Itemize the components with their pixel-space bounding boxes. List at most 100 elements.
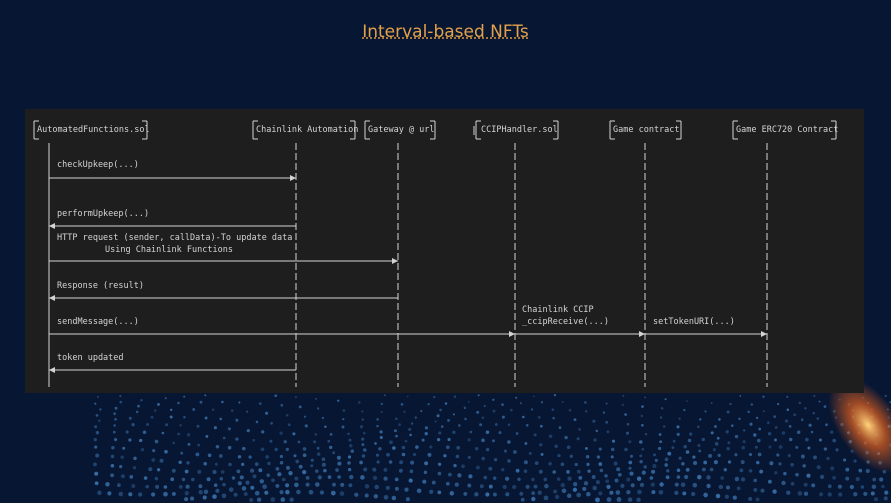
background-dot [566,445,571,449]
background-dot [129,475,134,479]
message-http-request: HTTP request (sender, callData)-To updat… [57,233,293,243]
background-dot [172,441,176,445]
background-dot [725,430,729,434]
background-dot [215,445,220,449]
background-dot [524,442,528,445]
background-dot [375,453,380,457]
background-dot [403,410,406,414]
background-dot [870,491,875,496]
background-dot [445,445,450,450]
background-dot [348,438,352,442]
background-dot [185,484,190,489]
background-dot [264,490,269,495]
background-dot [424,426,429,430]
background-dot [664,457,669,462]
background-dot [227,445,232,450]
background-dot [720,476,725,480]
participant-automated-functions: AutomatedFunctions.sol [37,125,150,135]
background-dot [118,491,124,497]
background-dot [361,454,366,458]
background-dot [250,485,255,490]
background-dot [327,439,331,443]
background-dot [215,488,220,493]
background-dot [437,490,442,495]
background-dot [739,468,744,473]
background-dot [372,475,378,481]
background-dot [553,489,557,494]
background-dot [321,457,326,461]
background-dot [823,405,827,408]
background-dot [624,447,628,452]
background-dot [447,437,451,442]
message-arrowhead-6 [761,331,767,337]
background-dot [568,408,572,412]
background-dot [313,440,317,444]
background-dot [795,445,799,449]
background-dot [652,453,657,457]
background-dot [849,484,855,490]
background-dot [591,475,596,479]
background-dot [664,398,667,401]
background-dot [533,484,538,489]
background-dot [540,401,544,404]
background-dot [363,448,367,452]
message-set-token-uri: setTokenURI(...) [653,317,735,327]
background-dot [376,460,380,464]
background-dot [95,431,100,435]
background-dot [350,449,355,453]
background-dot [532,395,535,398]
background-dot [658,489,664,495]
background-dot [614,478,619,483]
background-dot [294,476,299,481]
background-dot [676,475,681,479]
background-dot [437,471,442,476]
background-dot [853,492,858,497]
background-dot [767,479,772,484]
background-dot [758,427,762,431]
background-dot [692,455,696,459]
background-dot [606,430,610,434]
background-dot [222,436,226,440]
background-dot [271,478,275,483]
background-dot [604,474,608,478]
background-dot [858,468,863,473]
background-dot [537,490,542,495]
background-dot [474,492,479,497]
background-dot [436,414,440,418]
background-dot [298,464,303,469]
background-dot [657,446,662,451]
background-dot [530,408,534,411]
background-dot [412,452,417,457]
background-dot [863,491,868,496]
background-dot [250,468,255,473]
background-dot [243,492,248,496]
background-dot [222,482,226,487]
background-dot [204,416,208,420]
background-dot [663,425,666,428]
background-dot [105,482,110,487]
background-dot [401,445,406,450]
background-dot [373,494,378,499]
background-dot [501,468,505,472]
background-dot [593,438,597,442]
background-dot [95,453,100,458]
background-dot [674,482,679,487]
background-dot [543,495,549,501]
background-dot [704,410,707,413]
background-dot [146,422,150,427]
background-dot [335,468,339,472]
background-dot [199,400,203,404]
background-dot [249,497,254,503]
message-arrowhead-3 [49,295,55,301]
background-dot [429,489,434,494]
background-dot [540,452,544,456]
background-dot [285,447,289,452]
background-dot [784,419,789,423]
background-dot [315,469,319,473]
background-dot [218,454,223,458]
background-dot [207,453,212,458]
background-dot [806,473,811,478]
background-dot [485,447,490,452]
background-dot [361,418,364,421]
